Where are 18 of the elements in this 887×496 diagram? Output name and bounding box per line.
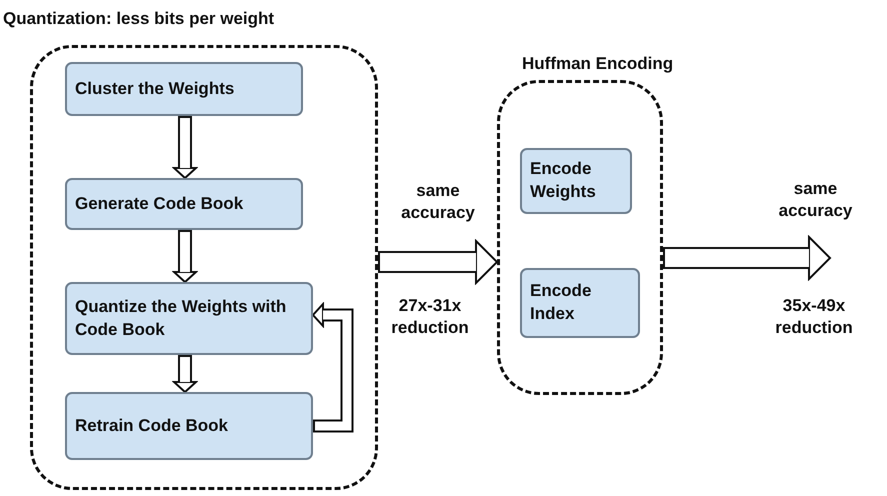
- process-box: [65, 178, 303, 230]
- step-label: Encode Weights: [530, 158, 597, 203]
- step-label: Encode Index: [530, 280, 592, 325]
- process-box: [520, 148, 632, 214]
- annotation-text: same accuracy: [400, 180, 476, 224]
- step-label: Quantize the Weights with Code Book: [75, 296, 288, 340]
- step-label: Generate Code Book: [75, 192, 244, 215]
- process-box: [65, 392, 313, 460]
- annotation-text: 27x-31x reduction: [390, 295, 470, 340]
- process-box: [65, 62, 303, 116]
- group-heading: Huffman Encoding: [522, 53, 674, 75]
- annotation-text: 35x-49x reduction: [774, 295, 854, 340]
- annotation-text: same accuracy: [778, 178, 854, 222]
- process-box: [65, 282, 313, 355]
- process-box: [520, 268, 640, 338]
- step-label: Cluster the Weights: [75, 78, 234, 100]
- step-label: Retrain Code Book: [75, 414, 228, 437]
- group-heading: Quantization: less bits per weight: [3, 8, 274, 30]
